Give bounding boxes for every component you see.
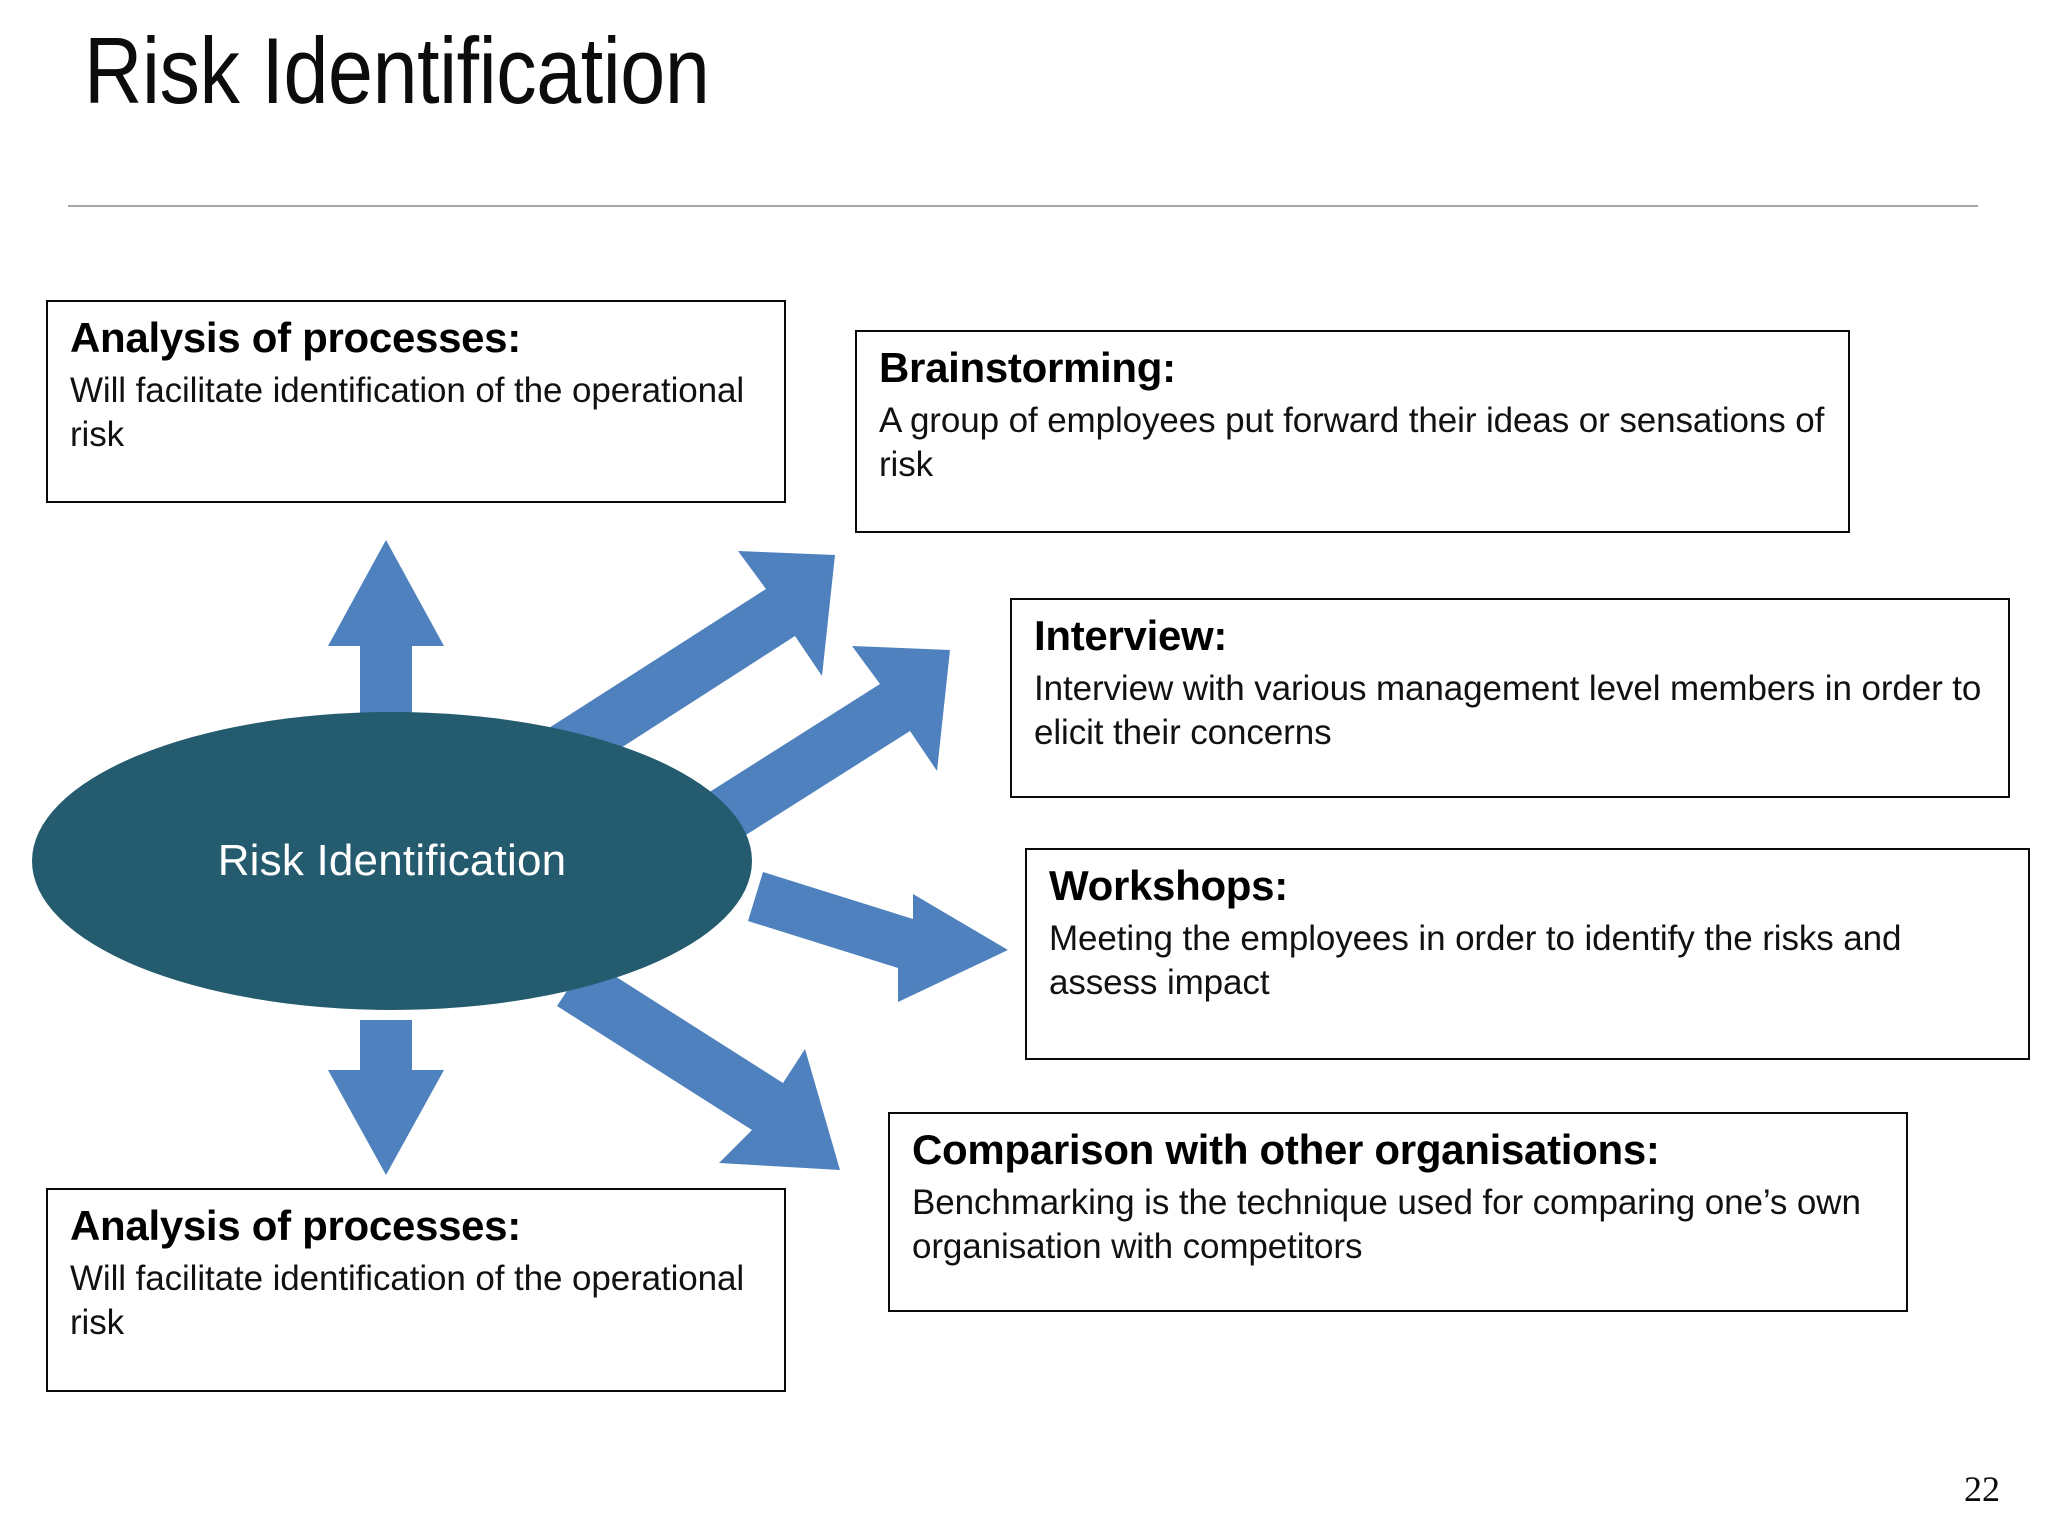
arrow-down-to-analysis-bottom bbox=[328, 1020, 444, 1175]
info-box-body: Meeting the employees in order to identi… bbox=[1049, 919, 1902, 1003]
central-node-label: Risk Identification bbox=[217, 836, 567, 885]
central-node-risk-identification[interactable]: Risk Identification bbox=[32, 712, 752, 1010]
info-box-heading: Workshops: bbox=[1049, 862, 1288, 909]
info-box-heading: Analysis of processes: bbox=[70, 1202, 521, 1249]
info-box-heading: Comparison with other organisations: bbox=[912, 1126, 1660, 1173]
info-box-analysis-of-processes-top[interactable]: Analysis of processes: Will facilitate i… bbox=[46, 300, 786, 503]
arrow-down-right-to-comparison bbox=[557, 959, 840, 1170]
page-number: 22 bbox=[1964, 1469, 2000, 1509]
info-box-body: Interview with various management level … bbox=[1034, 669, 1982, 753]
arrow-right-to-workshops bbox=[748, 872, 1008, 1002]
title-divider bbox=[68, 205, 1978, 207]
info-box-workshops[interactable]: Workshops: Meeting the employees in orde… bbox=[1025, 848, 2030, 1060]
page-title: Risk Identification bbox=[84, 18, 710, 123]
info-box-heading: Analysis of processes: bbox=[70, 314, 521, 361]
arrow-up-right-to-interview bbox=[708, 646, 950, 840]
info-box-comparison-with-other-organisations[interactable]: Comparison with other organisations: Ben… bbox=[888, 1112, 1908, 1312]
info-box-heading: Brainstorming: bbox=[879, 344, 1176, 391]
info-box-body: Will facilitate identification of the op… bbox=[70, 1259, 745, 1343]
info-box-interview[interactable]: Interview: Interview with various manage… bbox=[1010, 598, 2010, 798]
info-box-analysis-of-processes-bottom[interactable]: Analysis of processes: Will facilitate i… bbox=[46, 1188, 786, 1392]
info-box-body: Will facilitate identification of the op… bbox=[70, 371, 745, 455]
info-box-body: A group of employees put forward their i… bbox=[879, 401, 1825, 485]
info-box-body: Benchmarking is the technique used for c… bbox=[912, 1183, 1861, 1267]
info-box-brainstorming[interactable]: Brainstorming: A group of employees put … bbox=[855, 330, 1850, 533]
info-box-heading: Interview: bbox=[1034, 612, 1228, 659]
